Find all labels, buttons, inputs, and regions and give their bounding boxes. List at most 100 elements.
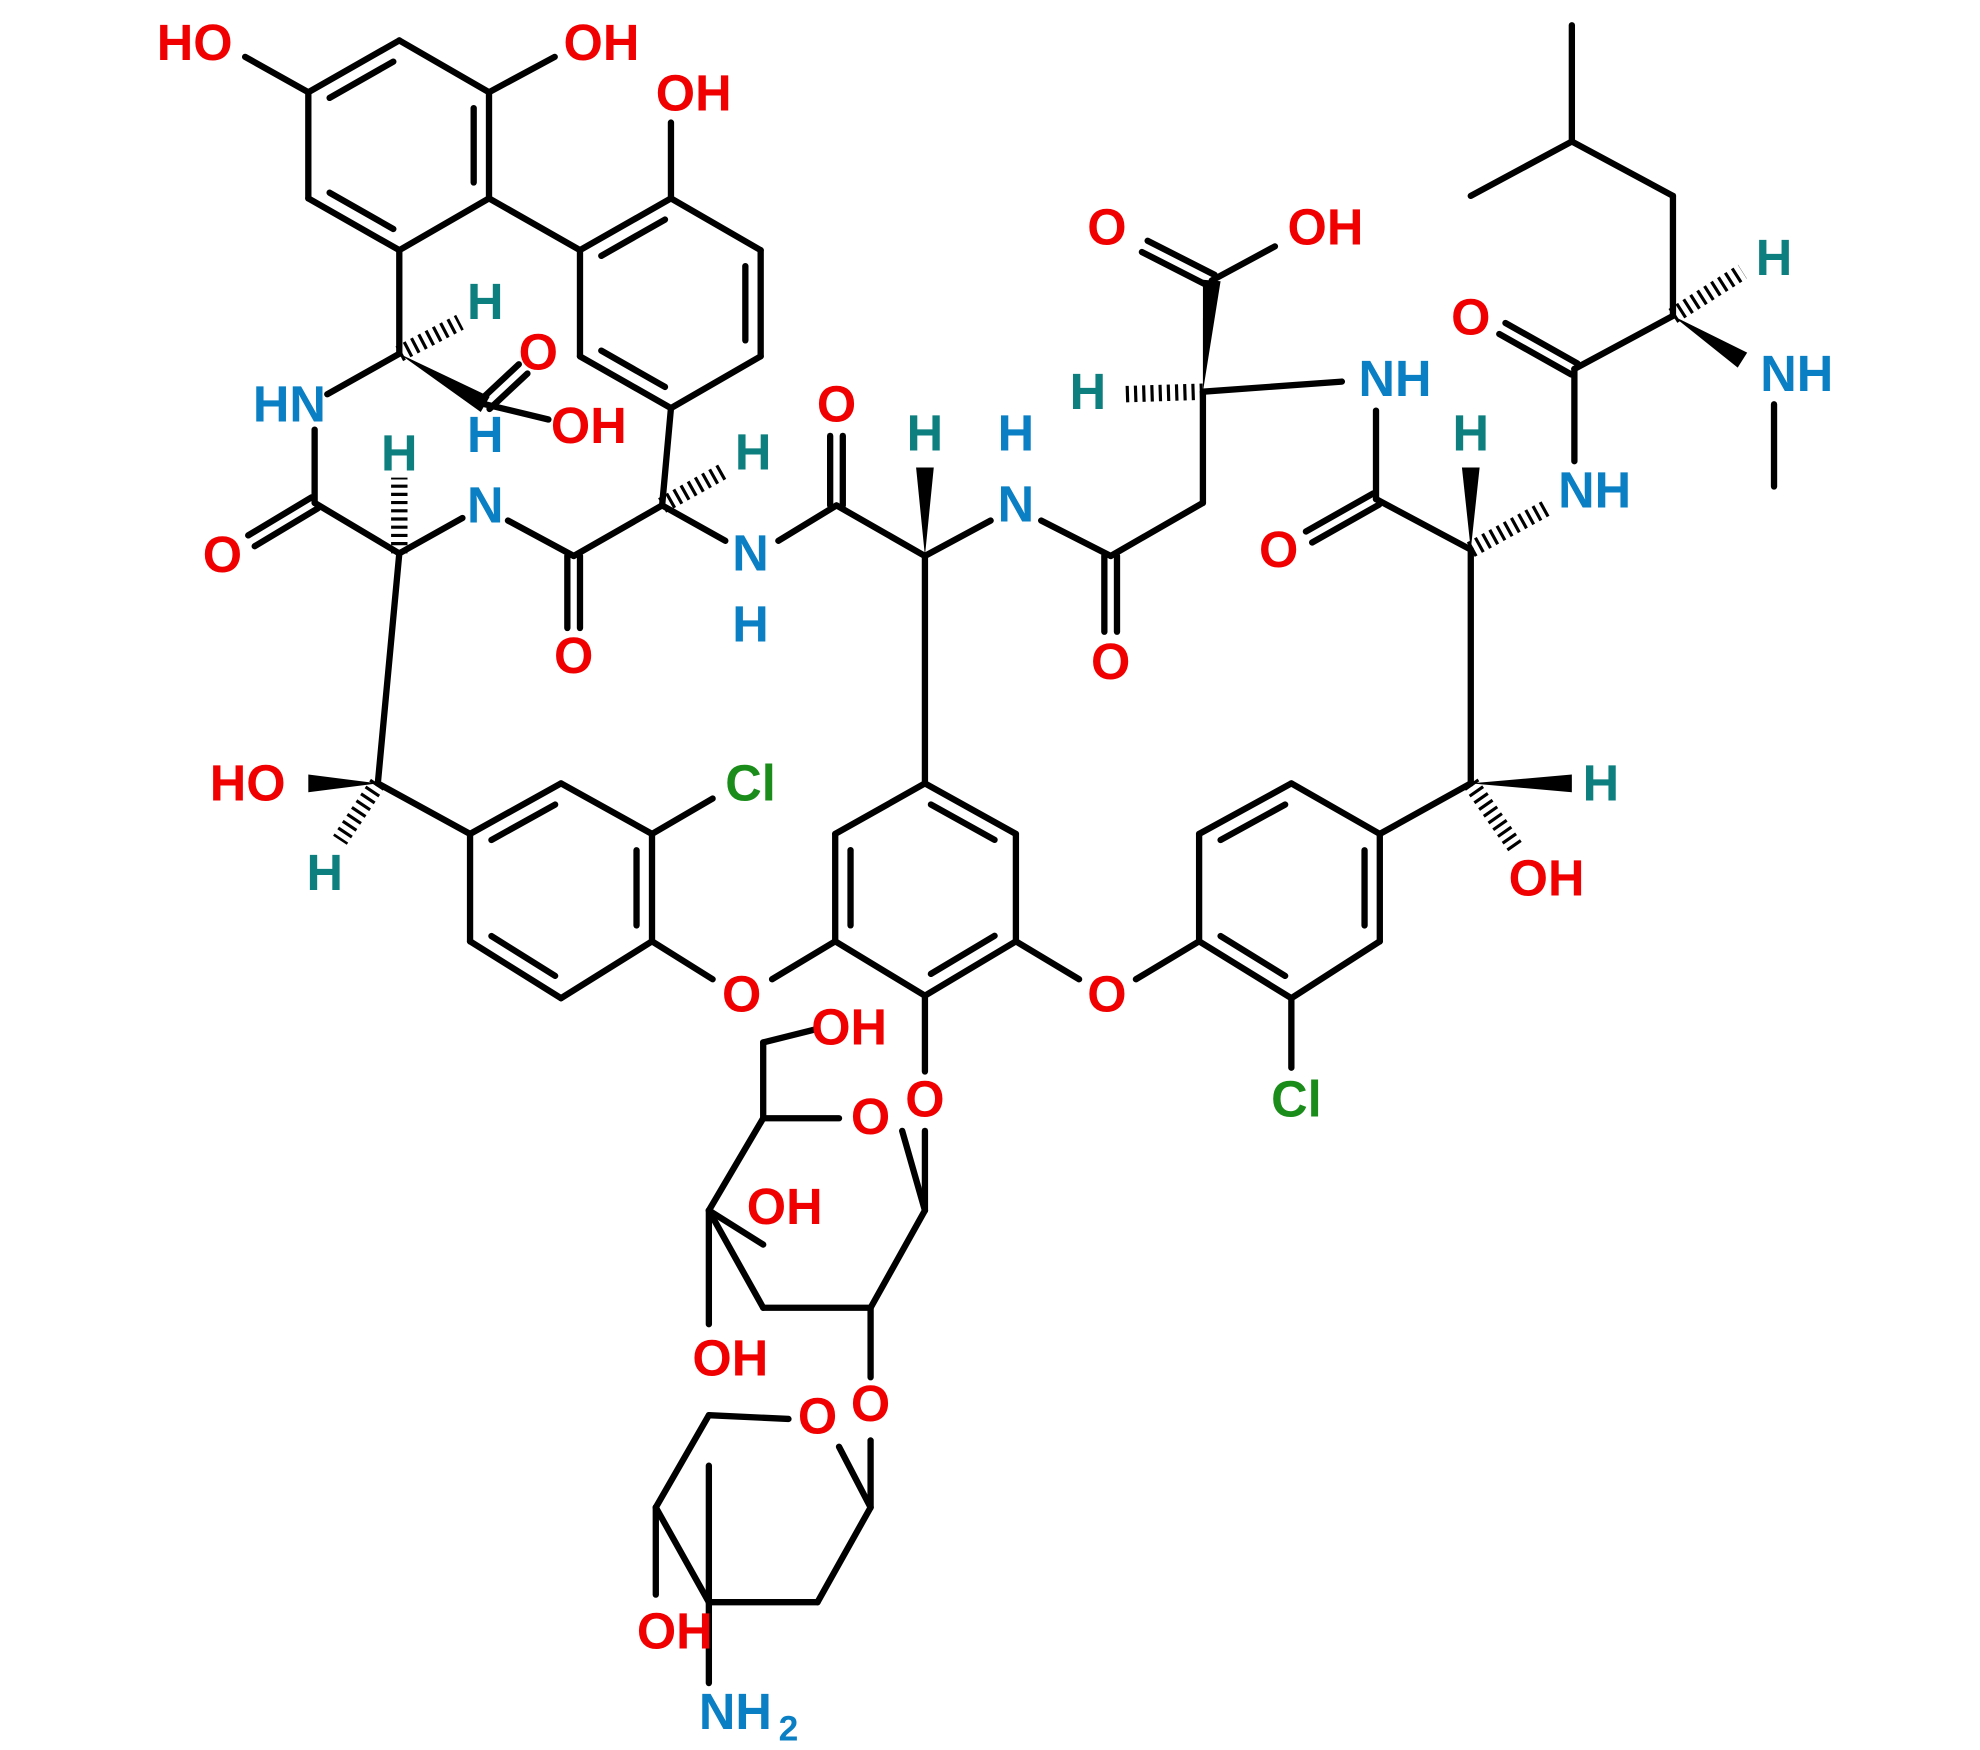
bond bbox=[396, 195, 493, 254]
hashed-bond bbox=[395, 314, 464, 362]
bond bbox=[598, 216, 669, 259]
atom-label-o: O bbox=[722, 966, 761, 1023]
bond bbox=[374, 780, 474, 838]
bond bbox=[245, 494, 315, 539]
bond bbox=[374, 550, 403, 787]
bond bbox=[832, 938, 929, 999]
wedge-bond bbox=[399, 353, 490, 412]
atom-label-oh: OH bbox=[1288, 199, 1364, 256]
atom-label-n: N bbox=[998, 475, 1035, 532]
bond bbox=[486, 370, 531, 413]
bond bbox=[835, 1443, 874, 1511]
bond bbox=[1308, 501, 1383, 546]
atom-label-h: H bbox=[306, 844, 342, 901]
bond bbox=[927, 801, 998, 844]
bond bbox=[488, 801, 559, 844]
bond bbox=[705, 1207, 767, 1311]
bond bbox=[658, 502, 729, 544]
bond bbox=[576, 195, 675, 254]
atom-label-o: O bbox=[1087, 199, 1126, 256]
atom-label-h: H bbox=[732, 595, 769, 652]
bond bbox=[648, 795, 716, 838]
atom-label-oh: OH bbox=[692, 1329, 768, 1386]
bond bbox=[667, 195, 764, 254]
bond bbox=[1467, 138, 1576, 200]
bond bbox=[477, 361, 522, 403]
bond bbox=[1372, 495, 1474, 553]
bond bbox=[504, 517, 577, 560]
bond bbox=[927, 932, 998, 978]
bond bbox=[466, 938, 565, 1002]
atom-label-h: H bbox=[1756, 229, 1792, 286]
bond bbox=[1568, 138, 1677, 200]
bond bbox=[598, 347, 669, 391]
atom-label-ho: HO bbox=[210, 755, 286, 812]
bond bbox=[466, 780, 565, 838]
atom-label-h: H bbox=[735, 423, 772, 480]
bond bbox=[648, 938, 716, 983]
bond bbox=[1199, 378, 1346, 395]
bond bbox=[485, 53, 558, 96]
atom-label-oh: OH bbox=[637, 1602, 713, 1659]
hashed-bond bbox=[333, 778, 385, 845]
atom-label-cl: Cl bbox=[1271, 1070, 1322, 1127]
hashed-bond bbox=[658, 462, 730, 513]
atom-label-oh: OH bbox=[1509, 849, 1585, 906]
atom-label-o: O bbox=[851, 1375, 890, 1432]
atom-label-o: O bbox=[554, 627, 593, 684]
bond bbox=[326, 58, 397, 102]
bond bbox=[1496, 330, 1575, 378]
bond bbox=[396, 37, 493, 96]
bond bbox=[1138, 248, 1213, 290]
wedge-bond bbox=[1672, 315, 1748, 368]
bond bbox=[557, 938, 656, 1002]
bond bbox=[396, 514, 466, 557]
bond bbox=[832, 780, 929, 838]
bond bbox=[1217, 932, 1289, 980]
bond bbox=[667, 353, 764, 412]
atom-label-oh: OH bbox=[564, 14, 640, 71]
atom-label-oh: OH bbox=[551, 397, 627, 454]
bond bbox=[1288, 938, 1383, 1002]
hashed-bond bbox=[1466, 500, 1551, 557]
atom-label-oh: OH bbox=[811, 998, 887, 1055]
atom-label-h: H bbox=[998, 405, 1035, 462]
bond bbox=[652, 1412, 713, 1511]
bond bbox=[1132, 938, 1203, 983]
bond bbox=[921, 780, 1020, 838]
bond bbox=[705, 1115, 767, 1214]
atom-label-oh: OH bbox=[747, 1178, 823, 1235]
bond bbox=[760, 1026, 817, 1046]
bond bbox=[705, 1412, 792, 1423]
bond bbox=[833, 502, 929, 560]
bond bbox=[705, 1207, 767, 1248]
bonds bbox=[241, 22, 1778, 1687]
bond bbox=[775, 502, 840, 544]
atom-label-o: O bbox=[905, 1070, 944, 1127]
bond bbox=[1571, 312, 1677, 373]
atom-label-nh: NH bbox=[1558, 461, 1631, 518]
bond bbox=[305, 37, 403, 96]
bond bbox=[1288, 780, 1383, 838]
bond bbox=[1376, 780, 1474, 838]
bond bbox=[482, 401, 552, 423]
wedge-bond bbox=[308, 774, 378, 793]
wedge-bond bbox=[1470, 774, 1572, 793]
bond bbox=[305, 195, 403, 254]
wedge-bond bbox=[1461, 467, 1480, 550]
atom-label-n: N bbox=[467, 477, 504, 534]
bond bbox=[1302, 490, 1377, 535]
atom-labels: HO OH OH O OH O OH O O O O O O HO OH O O… bbox=[157, 14, 1834, 1748]
atom-label-hn: HN bbox=[253, 375, 326, 432]
bond bbox=[576, 353, 675, 412]
atom-label-oh: OH bbox=[656, 65, 732, 122]
bond bbox=[311, 499, 403, 557]
atom-label-nh: NH bbox=[1358, 350, 1431, 407]
bond bbox=[485, 195, 584, 254]
bond bbox=[1012, 938, 1083, 983]
bond bbox=[814, 1504, 874, 1606]
bond bbox=[1217, 801, 1289, 844]
bond bbox=[1107, 499, 1207, 560]
bond bbox=[324, 350, 403, 398]
